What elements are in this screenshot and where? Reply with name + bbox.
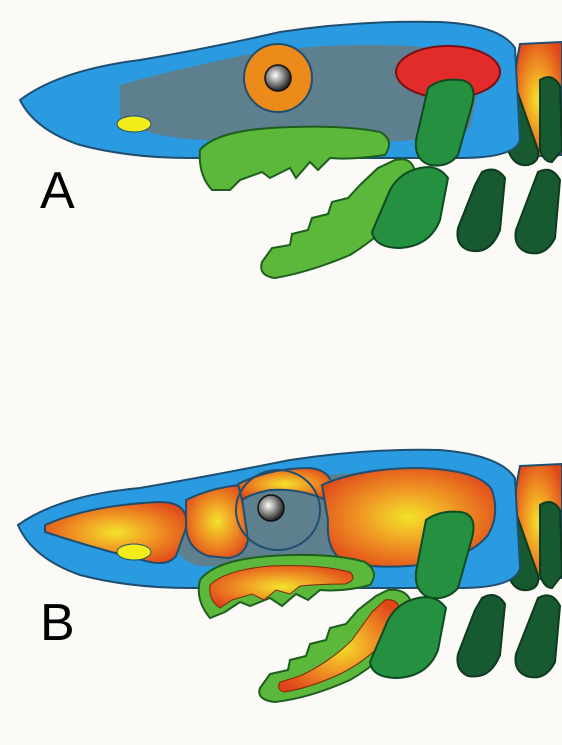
eyeball	[258, 495, 284, 521]
nostril	[117, 116, 151, 132]
dark-green-segment	[457, 170, 505, 252]
dark-green-segment	[540, 502, 562, 588]
panel-a: A	[20, 22, 562, 278]
nostril	[117, 544, 151, 560]
panel-label-b: B	[40, 594, 75, 652]
dark-green-segment	[540, 77, 562, 162]
panel-label-a: A	[40, 162, 75, 220]
eyeball	[265, 65, 291, 91]
dark-green-segment	[457, 595, 505, 676]
dark-green-segment	[515, 170, 560, 254]
dark-green-segment	[515, 595, 560, 677]
panel-b: B	[18, 450, 562, 702]
upper-jaw	[200, 127, 389, 190]
